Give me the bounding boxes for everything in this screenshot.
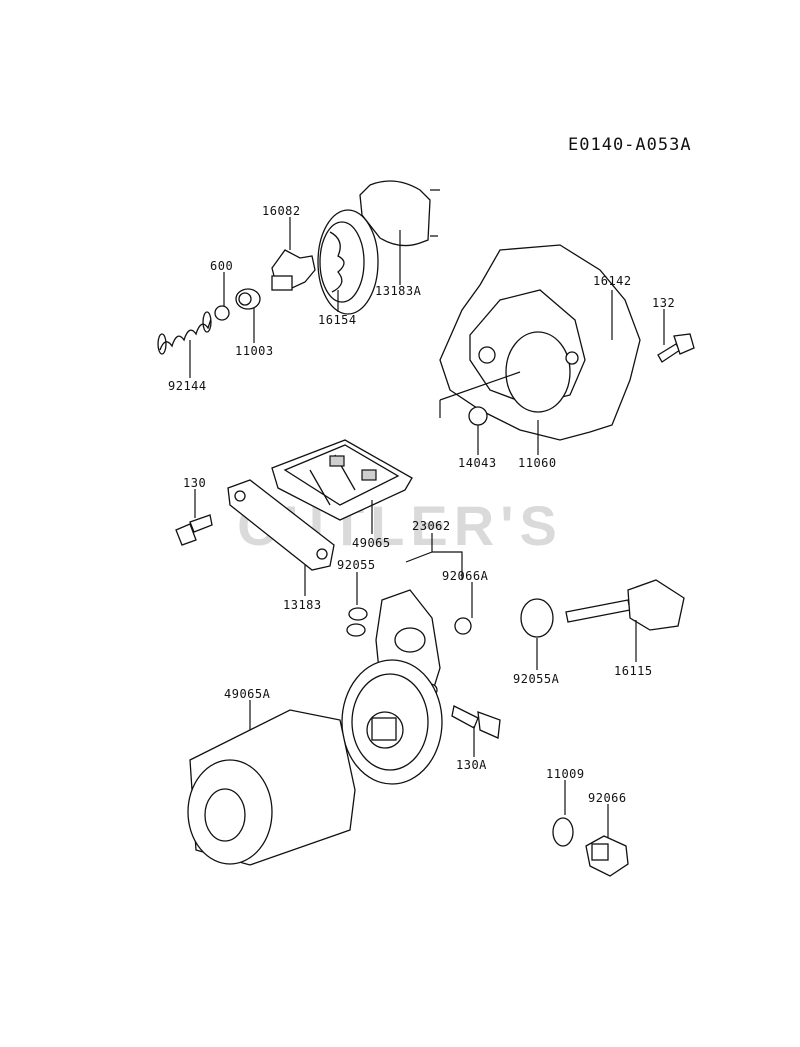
part-filter-mount: [341, 659, 443, 785]
part-16142-cover: [439, 244, 641, 441]
label-130A: 130A: [456, 758, 487, 772]
label-92144: 92144: [168, 379, 207, 393]
label-130: 130: [183, 476, 206, 490]
label-11060: 11060: [518, 456, 557, 470]
part-92055A-oring: [520, 598, 554, 638]
label-92066A: 92066A: [442, 569, 489, 583]
part-14043-plug: [468, 406, 488, 426]
part-11009-washer: [552, 817, 574, 847]
part-16082-shaft: [271, 249, 316, 291]
part-130-bolt: [175, 514, 213, 546]
part-13183-plate: [227, 479, 335, 571]
label-132: 132: [652, 296, 675, 310]
diagram-code: E0140-A053A: [568, 135, 692, 155]
part-92066-drain-plug: [585, 835, 629, 877]
part-92055-orings: [346, 607, 368, 637]
part-49065-strainer: [271, 439, 413, 521]
label-23062: 23062: [412, 519, 451, 533]
part-13183A-plate: [359, 180, 440, 247]
part-92066A-plug: [454, 617, 472, 635]
part-11003-bushing: [235, 288, 261, 310]
label-13183: 13183: [283, 598, 322, 612]
label-92066: 92066: [588, 791, 627, 805]
label-11003: 11003: [235, 344, 274, 358]
label-49065A: 49065A: [224, 687, 271, 701]
part-16154-rotor: [317, 209, 379, 315]
part-130A-bolt: [451, 705, 501, 739]
label-13183A: 13183A: [375, 284, 422, 298]
label-49065: 49065: [352, 536, 391, 550]
leader-lines: [189, 217, 665, 838]
part-16115-dipstick: [565, 579, 685, 631]
label-14043: 14043: [458, 456, 497, 470]
label-600: 600: [210, 259, 233, 273]
part-600-ball: [214, 305, 230, 321]
label-16115: 16115: [614, 664, 653, 678]
label-16154: 16154: [318, 313, 357, 327]
part-92144-spring: [157, 311, 212, 355]
label-16082: 16082: [262, 204, 301, 218]
part-132-bolt: [657, 333, 695, 363]
label-92055A: 92055A: [513, 672, 560, 686]
label-92055: 92055: [337, 558, 376, 572]
label-11009: 11009: [546, 767, 585, 781]
part-49065A-oil-filter: [187, 709, 356, 866]
label-16142: 16142: [593, 274, 632, 288]
